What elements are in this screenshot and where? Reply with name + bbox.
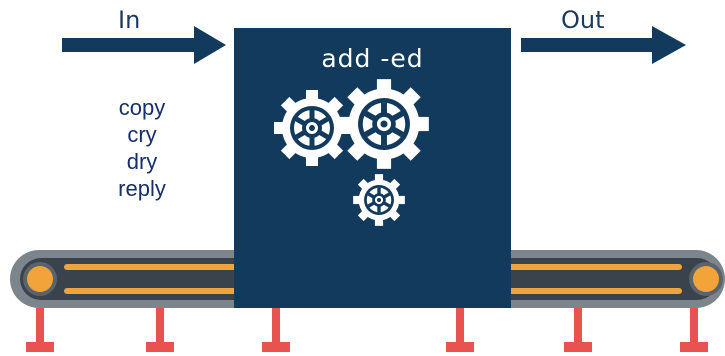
- process-box: add -ed: [234, 28, 511, 308]
- out-arrow-icon: [521, 26, 686, 64]
- out-label: Out: [561, 6, 605, 34]
- input-word-list: copy cry dry reply: [104, 94, 180, 202]
- in-label: In: [118, 6, 141, 34]
- input-word: cry: [127, 122, 157, 147]
- in-arrow-icon: [62, 26, 226, 64]
- gears-icon: [274, 79, 429, 226]
- input-word: copy: [118, 95, 166, 120]
- input-word: reply: [118, 176, 166, 201]
- process-label: add -ed: [321, 44, 424, 73]
- input-word: dry: [126, 149, 158, 174]
